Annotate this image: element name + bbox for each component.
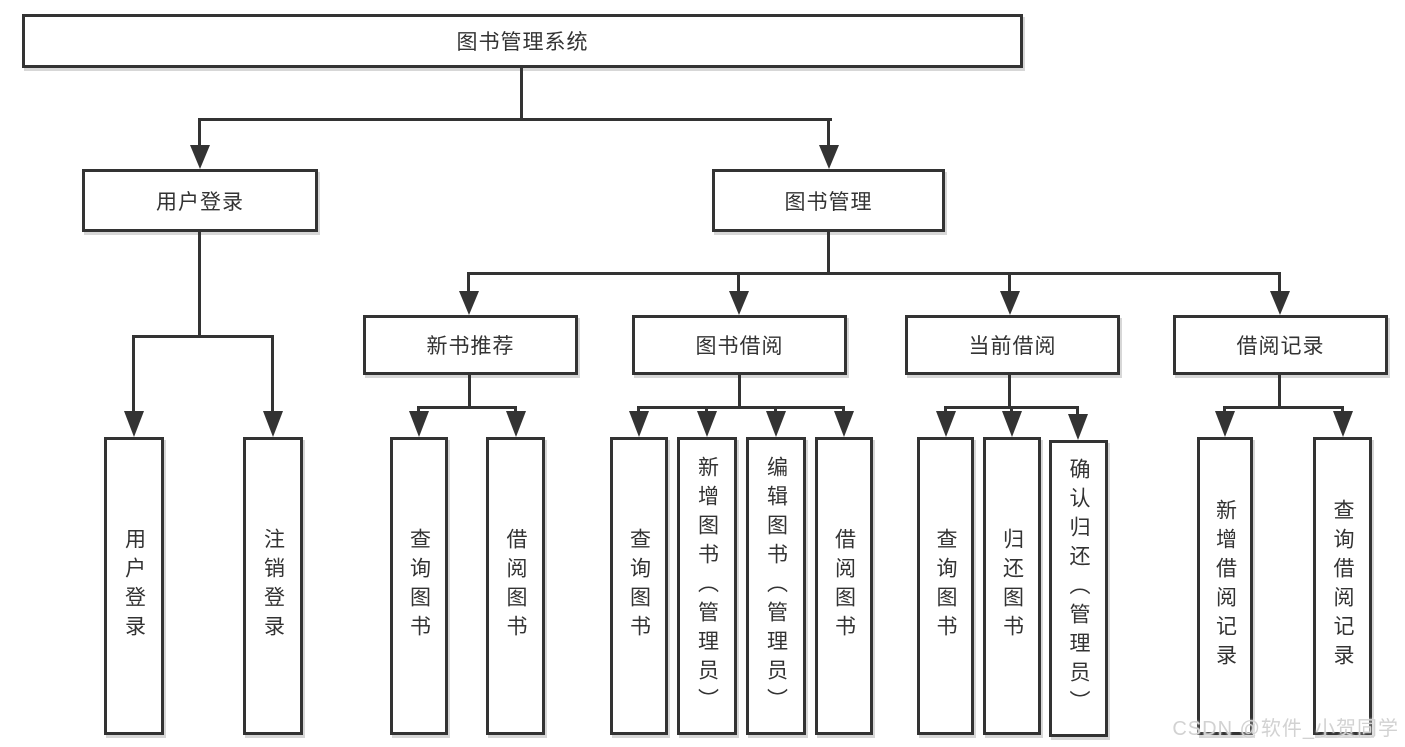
connector-line [417, 406, 517, 409]
arrow-down-icon [190, 145, 210, 169]
connector-line [198, 118, 201, 148]
arrow-down-icon [729, 291, 749, 315]
node-new-book-recommend: 新书推荐 [363, 315, 578, 375]
connector-line [198, 118, 832, 121]
arrow-down-icon [1002, 411, 1022, 437]
node-label: 新增借阅记录 [1213, 499, 1237, 673]
arrow-down-icon [1215, 411, 1235, 437]
connector-line [738, 375, 741, 406]
connector-line [467, 272, 470, 293]
node-label: 查询图书 [407, 528, 431, 644]
arrow-down-icon [459, 291, 479, 315]
arrow-down-icon [1000, 291, 1020, 315]
connector-line [737, 272, 740, 293]
leaf-add-borrow-record: 新增借阅记录 [1197, 437, 1253, 735]
node-label: 用户登录 [122, 528, 146, 644]
leaf-return-books: 归还图书 [983, 437, 1041, 735]
connector-line [467, 272, 1281, 275]
leaf-query-borrow-record: 查询借阅记录 [1313, 437, 1372, 735]
node-label: 查询借阅记录 [1331, 499, 1354, 673]
connector-line [132, 335, 135, 415]
arrow-down-icon [834, 411, 854, 437]
leaf-query-books-recommend: 查询图书 [390, 437, 448, 735]
arrow-down-icon [819, 145, 839, 169]
leaf-edit-books-admin: 编辑图书（管理员） [746, 437, 806, 735]
connector-line [1008, 272, 1011, 293]
node-label: 图书管理 [784, 190, 873, 214]
arrow-down-icon [506, 411, 526, 437]
connector-line [1076, 406, 1079, 418]
connector-line [1008, 375, 1011, 406]
connector-line [1278, 272, 1281, 293]
leaf-borrow-books: 借阅图书 [815, 437, 873, 735]
node-label: 借阅图书 [504, 528, 527, 644]
arrow-down-icon [263, 411, 283, 437]
node-label: 注销登录 [261, 528, 285, 644]
node-library-system: 图书管理系统 [22, 14, 1023, 68]
connector-line [271, 335, 274, 415]
arrow-down-icon [1270, 291, 1290, 315]
node-current-borrow: 当前借阅 [905, 315, 1120, 375]
node-book-management: 图书管理 [712, 169, 945, 232]
leaf-query-books-borrow: 查询图书 [610, 437, 668, 735]
connector-line [520, 68, 523, 118]
node-label: 编辑图书（管理员） [764, 455, 788, 717]
connector-line [827, 232, 830, 272]
node-label: 新增图书（管理员） [695, 455, 719, 717]
leaf-borrow-books-recommend: 借阅图书 [486, 437, 545, 735]
leaf-user-login: 用户登录 [104, 437, 164, 735]
node-label: 归还图书 [1000, 528, 1024, 644]
arrow-down-icon [629, 411, 649, 437]
node-label: 当前借阅 [968, 335, 1057, 358]
connector-line [637, 406, 845, 409]
arrow-down-icon [1068, 414, 1088, 440]
leaf-confirm-return-admin: 确认归还（管理员） [1049, 440, 1108, 737]
connector-line [1278, 375, 1281, 406]
leaf-logout: 注销登录 [243, 437, 303, 735]
node-book-borrow: 图书借阅 [632, 315, 847, 375]
node-label: 借阅记录 [1236, 335, 1325, 358]
connector-line [827, 118, 830, 148]
node-label: 确认归还（管理员） [1067, 458, 1090, 719]
node-label: 图书借阅 [695, 335, 784, 358]
node-label: 图书管理系统 [456, 31, 589, 54]
connector-line [198, 232, 201, 335]
arrow-down-icon [936, 411, 956, 437]
csdn-watermark: CSDN @软件_小贺同学 [1172, 718, 1399, 740]
node-label: 查询图书 [934, 528, 957, 644]
node-label: 用户登录 [156, 190, 244, 214]
node-label: 新书推荐 [426, 335, 515, 358]
leaf-add-books-admin: 新增图书（管理员） [677, 437, 737, 735]
arrow-down-icon [409, 411, 429, 437]
arrow-down-icon [766, 411, 786, 437]
node-label: 借阅图书 [832, 528, 856, 644]
node-label: 查询图书 [627, 528, 651, 644]
node-borrow-records: 借阅记录 [1173, 315, 1388, 375]
arrow-down-icon [1333, 411, 1353, 437]
connector-line [1223, 406, 1344, 409]
leaf-query-books-current: 查询图书 [917, 437, 974, 735]
node-user-login-group: 用户登录 [82, 169, 318, 232]
arrow-down-icon [697, 411, 717, 437]
connector-line [132, 335, 274, 338]
connector-line [468, 375, 471, 406]
arrow-down-icon [124, 411, 144, 437]
